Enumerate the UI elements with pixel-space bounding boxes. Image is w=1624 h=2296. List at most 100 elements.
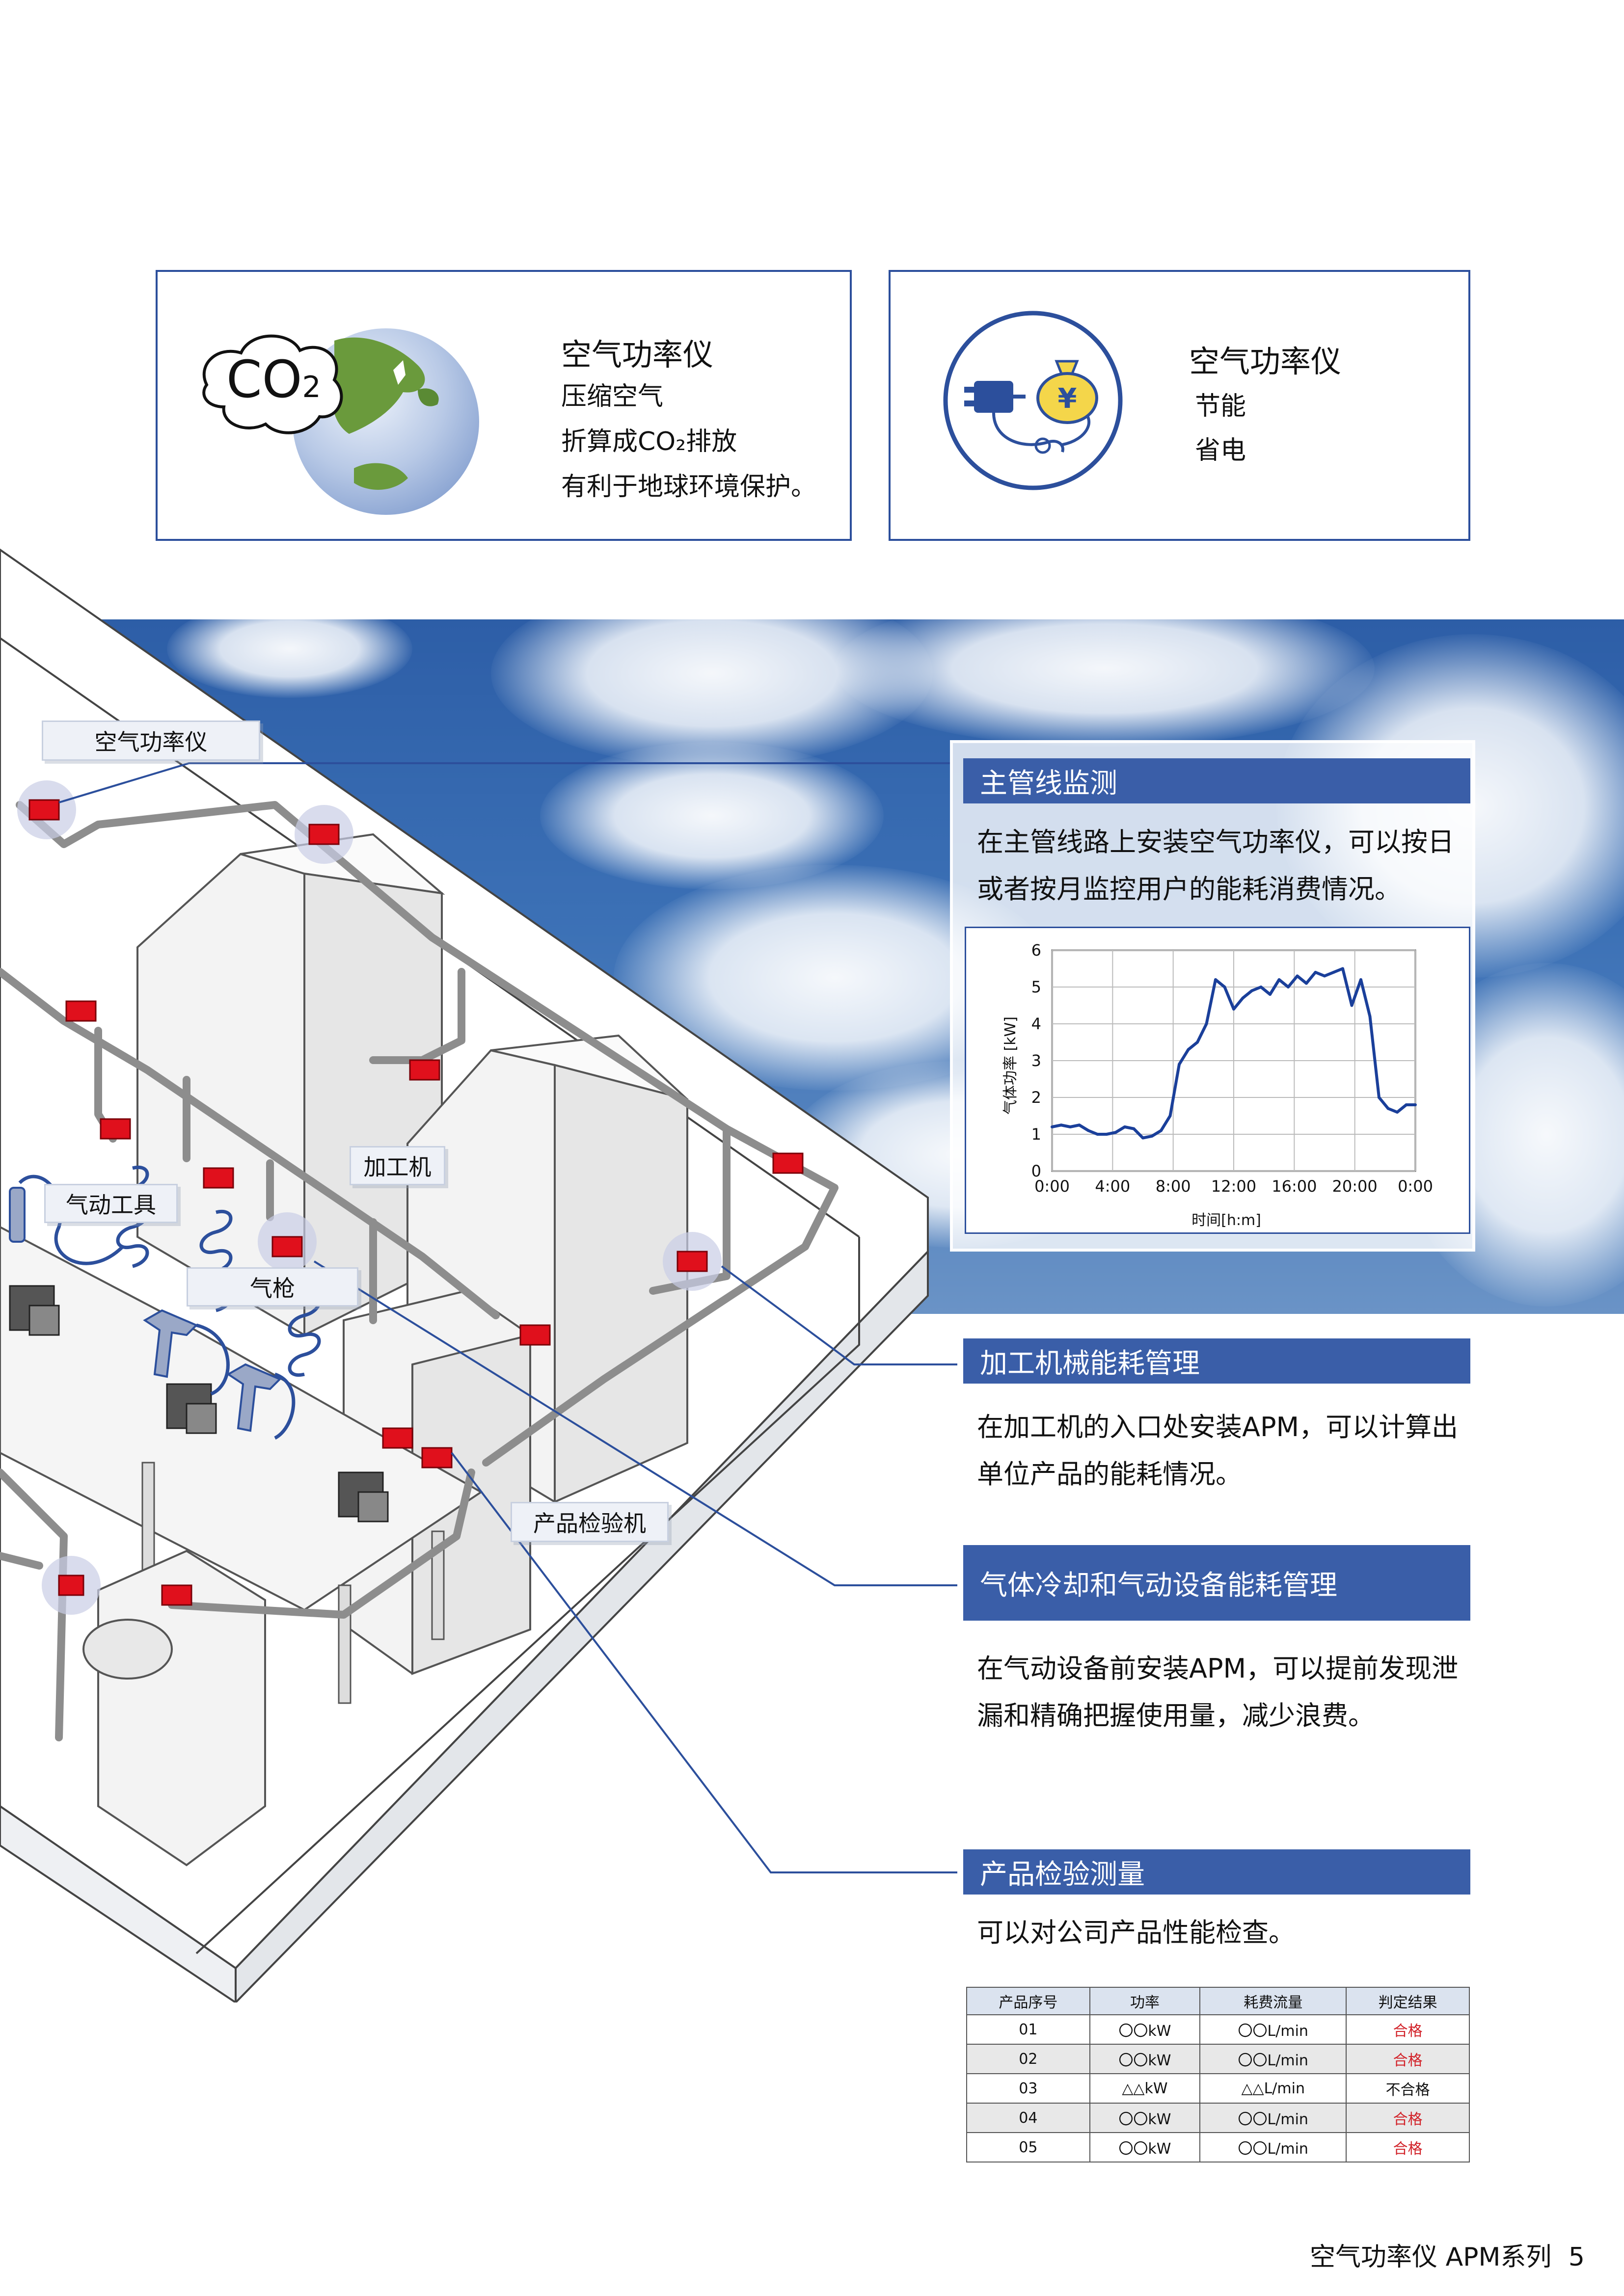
chart-data-point bbox=[1341, 967, 1344, 970]
chart-data-point bbox=[1241, 996, 1245, 1000]
section-machining-text: 在加工机的入口处安装APM，可以计算出 单位产品的能耗情况。 bbox=[977, 1404, 1458, 1498]
chart-data-point bbox=[1378, 1096, 1380, 1099]
chart-data-point bbox=[1087, 1129, 1090, 1132]
chart-data-point bbox=[1259, 986, 1263, 988]
chart-x-tick-label: 0:00 bbox=[1398, 1177, 1433, 1196]
section-inspection-title: 产品检验测量 bbox=[963, 1849, 1470, 1895]
co2-box-line-3: 有利于地球环境保护。 bbox=[561, 472, 817, 502]
cell-flow: 〇〇L/min bbox=[1199, 2044, 1347, 2074]
chart-y-tick-label: 5 bbox=[1031, 978, 1041, 996]
co2-box-line-1: 压缩空气 bbox=[561, 382, 664, 411]
chart-y-tick-label: 6 bbox=[1031, 941, 1041, 960]
th-flow: 耗费流量 bbox=[1199, 1987, 1347, 2015]
section-machining-title: 加工机械能耗管理 bbox=[963, 1338, 1470, 1384]
energy-box-title: 空气功率仪 bbox=[1189, 344, 1342, 379]
chart-data-point bbox=[1296, 974, 1299, 978]
chart-data-point bbox=[1250, 989, 1253, 992]
energy-box-line-2: 省电 bbox=[1195, 436, 1246, 465]
cell-result: 合格 bbox=[1346, 2014, 1470, 2045]
section-machining-text-1: 在加工机的入口处安装APM，可以计算出 bbox=[977, 1412, 1459, 1442]
cell-power: 〇〇kW bbox=[1089, 2044, 1201, 2074]
chart-data-point bbox=[1405, 1103, 1408, 1106]
chart-data-point bbox=[1332, 971, 1335, 974]
cell-no: 04 bbox=[966, 2103, 1090, 2133]
table-row: 01 〇〇kW 〇〇L/min 合格 bbox=[966, 2014, 1470, 2045]
page-footer: 空气功率仪 APM系列 5 bbox=[1310, 2236, 1585, 2273]
chart-y-tick-label: 1 bbox=[1031, 1125, 1041, 1144]
chart-data-point bbox=[1051, 1125, 1054, 1128]
chart-data-point bbox=[1069, 1125, 1072, 1128]
cell-power: 〇〇kW bbox=[1089, 2103, 1201, 2133]
cell-result: 合格 bbox=[1346, 2103, 1470, 2133]
section-inspection-text-1: 可以对公司产品性能检查。 bbox=[977, 1917, 1295, 1948]
section-pneumatic-text-2: 漏和精确把握使用量，减少浪费。 bbox=[977, 1700, 1375, 1731]
chart-data-point bbox=[1277, 978, 1281, 981]
chart-x-tick-label: 20:00 bbox=[1332, 1177, 1378, 1196]
co2-box-line-2: 折算成CO₂排放 bbox=[561, 427, 737, 456]
energy-box: ¥ 空气功率仪 节能 省电 bbox=[889, 270, 1470, 541]
section-main-line-text-1: 在主管线路上安装空气功率仪，可以按日 bbox=[977, 827, 1454, 857]
chart-y-ticks: 0 1 2 3 4 5 6 bbox=[1031, 941, 1041, 1180]
chart-data-point bbox=[1114, 1131, 1117, 1134]
cell-result: 合格 bbox=[1346, 2132, 1470, 2163]
chart-data-point bbox=[1359, 978, 1362, 981]
label-meter: 空气功率仪 bbox=[42, 721, 260, 761]
cell-flow: 〇〇L/min bbox=[1199, 2132, 1347, 2163]
section-main-line-text-2: 或者按月监控用户的能耗消费情况。 bbox=[977, 874, 1401, 905]
chart-x-tick-label: 8:00 bbox=[1156, 1177, 1191, 1196]
footer-text: 空气功率仪 APM系列 bbox=[1310, 2243, 1552, 2272]
chart-y-tick-label: 2 bbox=[1031, 1088, 1041, 1107]
chart-y-axis-label: 气体功率 [kW] bbox=[1002, 1016, 1019, 1115]
chart-data-point bbox=[1269, 993, 1272, 996]
cell-power: 〇〇kW bbox=[1089, 2014, 1201, 2045]
cell-power: 〇〇kW bbox=[1089, 2132, 1201, 2163]
chart-data-point bbox=[1059, 1123, 1063, 1127]
chart-y-tick-label: 3 bbox=[1031, 1051, 1041, 1070]
cell-no: 02 bbox=[966, 2044, 1090, 2074]
chart-x-tick-label: 16:00 bbox=[1272, 1177, 1317, 1196]
chart-data-point bbox=[1141, 1136, 1144, 1140]
chart-y-tick-label: 0 bbox=[1031, 1162, 1041, 1180]
plug-money-icon: ¥ bbox=[943, 311, 1123, 490]
cell-power: △△kW bbox=[1089, 2073, 1201, 2104]
results-table: 产品序号 功率 耗费流量 判定结果 01 〇〇kW 〇〇L/min 合格 02 … bbox=[966, 1987, 1470, 2163]
chart-data-point bbox=[1078, 1123, 1081, 1127]
chart-data-point bbox=[1123, 1125, 1126, 1128]
chart-data-point bbox=[1323, 974, 1326, 978]
chart-data-point bbox=[1168, 1114, 1172, 1118]
chart-data-point bbox=[1414, 1103, 1417, 1106]
cell-result: 合格 bbox=[1346, 2044, 1470, 2074]
chart-data-point bbox=[1096, 1133, 1099, 1136]
chart-data-point bbox=[1205, 1022, 1208, 1025]
chart-data-point bbox=[1232, 1008, 1235, 1011]
table-row: 05 〇〇kW 〇〇L/min 合格 bbox=[966, 2132, 1470, 2163]
section-machining-text-2: 单位产品的能耗情况。 bbox=[977, 1459, 1242, 1490]
chart-series bbox=[1051, 967, 1417, 1140]
cell-no: 05 bbox=[966, 2132, 1090, 2163]
chart-data-point bbox=[1368, 1015, 1372, 1018]
chart-y-tick-label: 4 bbox=[1031, 1015, 1041, 1033]
chart-data-point bbox=[1396, 1111, 1399, 1114]
section-pneumatic-text: 在气动设备前安装APM，可以提前发现泄 漏和精确把握使用量，减少浪费。 bbox=[977, 1645, 1458, 1739]
chart-data-point bbox=[1305, 982, 1308, 985]
co2-box-title: 空气功率仪 bbox=[561, 337, 714, 373]
chart-data-point bbox=[1214, 978, 1217, 981]
cell-flow: △△L/min bbox=[1199, 2073, 1347, 2104]
section-main-line-title: 主管线监测 bbox=[963, 758, 1470, 803]
cell-result: 不合格 bbox=[1346, 2073, 1470, 2104]
energy-box-line-1: 节能 bbox=[1195, 392, 1246, 421]
chart-data-point bbox=[1196, 1041, 1199, 1044]
chart-data-point bbox=[1187, 1048, 1190, 1051]
table-row: 03 △△kW △△L/min 不合格 bbox=[966, 2073, 1470, 2104]
cell-flow: 〇〇L/min bbox=[1199, 2103, 1347, 2133]
label-inspection: 产品检验机 bbox=[511, 1502, 669, 1542]
chart-x-tick-label: 12:00 bbox=[1211, 1177, 1256, 1196]
cell-no: 03 bbox=[966, 2073, 1090, 2104]
chart-x-axis-label: 时间[h:m] bbox=[1191, 1212, 1261, 1229]
chart-x-tick-label: 4:00 bbox=[1095, 1177, 1130, 1196]
chart-data-point bbox=[1160, 1129, 1163, 1132]
label-tool: 气动工具 bbox=[44, 1184, 178, 1223]
label-gun: 气枪 bbox=[187, 1267, 358, 1307]
table-row: 04 〇〇kW 〇〇L/min 合格 bbox=[966, 2103, 1470, 2133]
chart-x-tick-label: 0:00 bbox=[1034, 1177, 1070, 1196]
